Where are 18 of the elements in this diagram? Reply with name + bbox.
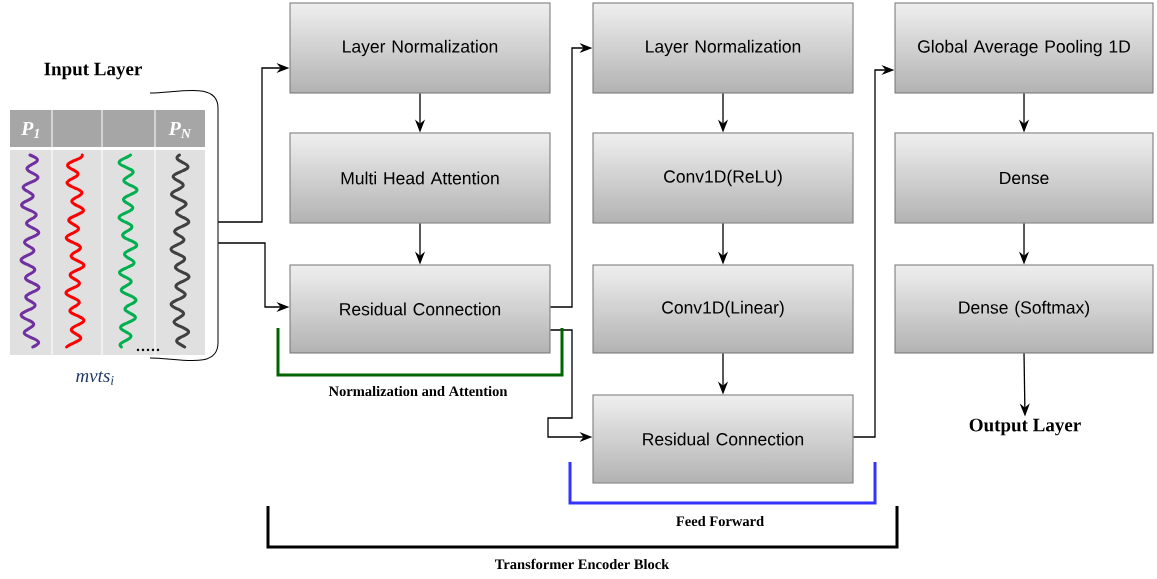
process-box: Layer Normalization: [289, 2, 551, 94]
process-box: Conv1D(Linear): [592, 264, 854, 354]
process-box: Multi Head Attention: [289, 132, 551, 224]
process-box: Dense (Softmax): [894, 264, 1154, 354]
process-box: Dense: [894, 132, 1154, 224]
process-box: Conv1D(ReLU): [592, 132, 854, 224]
column-header: P$_{1}$: [21, 121, 39, 139]
group-label: Normalization and Attention: [328, 385, 508, 397]
process-box: Global Average Pooling 1D: [894, 2, 1154, 94]
group-label: Transformer Encoder Block: [494, 558, 670, 570]
process-box: Layer Normalization: [592, 2, 854, 94]
layer-heading: Output Layer: [969, 418, 1081, 436]
layer-heading: Input Layer: [44, 62, 142, 80]
column-header: P$_{N}$: [168, 121, 192, 139]
group-label: Feed Forward: [676, 515, 764, 527]
process-box: Residual Connection: [289, 264, 551, 354]
matrix-caption: mvts$_{i}$: [76, 371, 114, 385]
process-box: Residual Connection: [592, 394, 854, 484]
